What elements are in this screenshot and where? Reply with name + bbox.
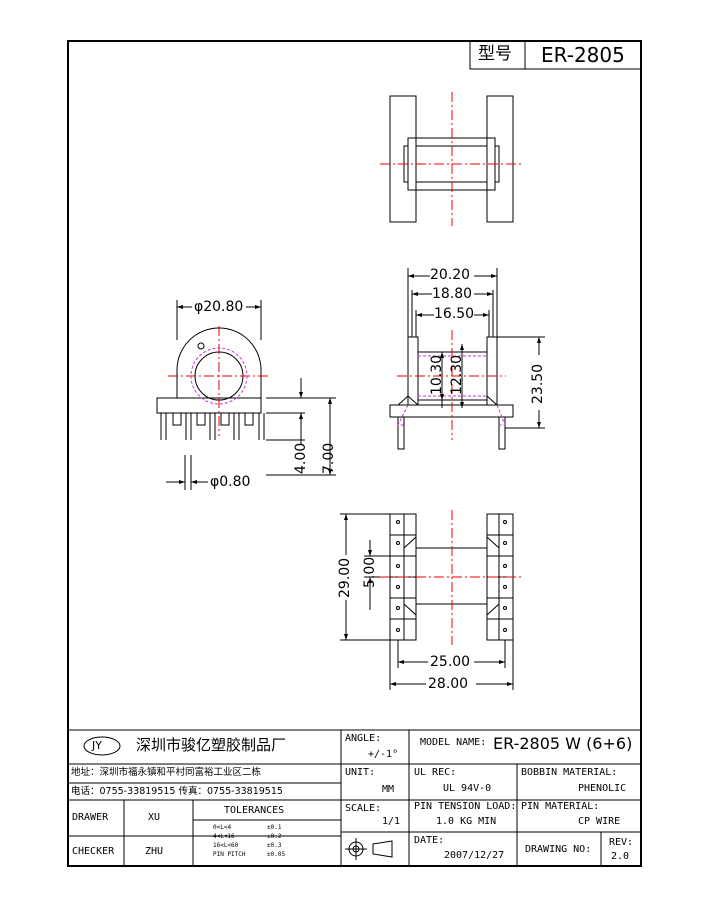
top-view: [389, 95, 514, 223]
tolerance-range-3: 16<L<60: [213, 842, 239, 849]
tolerance-value-2: ±0.2: [267, 833, 282, 840]
scale-value: 1/1: [382, 816, 401, 827]
dim-width-inner: 25.00: [430, 654, 471, 670]
angle-value: +/-1°: [368, 749, 399, 760]
pin-tension-label: PIN TENSION LOAD:: [414, 801, 517, 812]
tolerance-value-1: ±0.1: [267, 824, 282, 831]
drawer-value: XU: [148, 812, 161, 823]
model-name-value: ER-2805 W (6+6): [493, 734, 633, 753]
drawing-frame: [67, 40, 642, 867]
company-phone: 电话：0755-33819515 传真：0755-33819515: [71, 786, 283, 797]
pin-material-label: PIN MATERIAL:: [521, 801, 600, 812]
dim-inner-h1: 10.30: [429, 354, 445, 395]
company-logo: JY: [92, 739, 102, 752]
bottom-view: [340, 513, 514, 690]
pin-tension-value: 1.0 KG MIN: [436, 816, 497, 827]
tolerance-value-4: ±0.05: [267, 851, 286, 858]
pin-material-value: CP WIRE: [578, 816, 621, 827]
bobbin-material-label: BOBBIN MATERIAL:: [521, 767, 618, 778]
company-address: 地址：深圳市福永镇和平村同富裕工业区二栋: [71, 767, 262, 778]
dim-pin-pitch: 5.00: [362, 556, 378, 588]
front-view-round: [156, 300, 336, 490]
tolerance-range-4: PIN PITCH: [213, 851, 246, 858]
arrowheads: [177, 274, 541, 686]
checker-label: CHECKER: [72, 846, 115, 857]
dim-height: 23.50: [530, 363, 546, 404]
dim-top-outer: 20.20: [430, 267, 471, 283]
drawer-label: DRAWER: [72, 812, 109, 823]
model-box-value: ER-2805: [541, 43, 625, 67]
dim-inner-h2: 12.30: [449, 354, 465, 395]
center-lines: [168, 92, 523, 645]
dim-diameter: φ20.80: [194, 299, 244, 315]
dim-top-inner: 16.50: [434, 306, 475, 322]
model-name-label: MODEL NAME:: [420, 737, 487, 748]
tolerance-range-1: 0<L<4: [213, 824, 232, 831]
bobbin-material-value: PHENOLIC: [578, 783, 627, 794]
angle-label: ANGLE:: [345, 733, 382, 744]
dim-top-mid: 18.80: [432, 286, 473, 302]
dim-bottom-height: 29.00: [337, 557, 353, 598]
dim-pin-dia: φ0.80: [210, 474, 251, 490]
dim-width-outer: 28.00: [428, 676, 469, 692]
dim-pin-len1: 4.00: [293, 442, 309, 474]
scale-label: SCALE:: [345, 803, 382, 814]
company-name: 深圳市骏亿塑胶制品厂: [136, 736, 287, 754]
tolerance-value-3: ±0.3: [267, 842, 282, 849]
date-label: DATE:: [414, 835, 445, 846]
model-box: [469, 40, 642, 70]
tolerance-range-2: 4<L<16: [213, 833, 235, 840]
drawing-no-label: DRAWING NO:: [525, 844, 592, 855]
unit-label: UNIT:: [345, 767, 376, 778]
dim-pin-len2: 7.00: [321, 442, 337, 474]
ul-rec-value: UL 94V-0: [443, 783, 492, 794]
title-block-grid: [67, 729, 642, 867]
ul-rec-label: UL REC:: [414, 767, 457, 778]
checker-value: ZHU: [145, 846, 164, 857]
unit-value: MM: [382, 784, 395, 795]
rev-label: REV:: [609, 837, 634, 848]
tolerances-label: TOLERANCES: [224, 805, 285, 816]
date-value: 2007/12/27: [444, 850, 505, 861]
model-box-label: 型号: [478, 44, 512, 64]
hidden-lines: [190, 347, 506, 426]
rev-value: 2.0: [611, 851, 630, 862]
